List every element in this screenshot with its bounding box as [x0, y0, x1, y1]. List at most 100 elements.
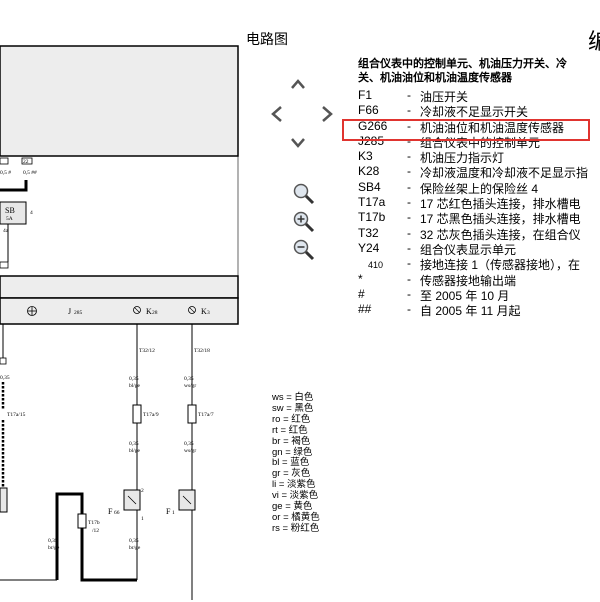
legend-row: T17b-17 芯黑色插头连接，排水槽电: [358, 210, 600, 226]
legend-dash: -: [407, 88, 411, 102]
wire-to-fuse: [0, 180, 28, 192]
t17a7-label: T17a/7: [198, 412, 214, 418]
k28-lamp-icon: [133, 306, 141, 314]
top-wire-label-2: 0,5 ##: [23, 170, 37, 176]
color-key-item: rt = 红色: [272, 424, 308, 436]
legend-code: *: [358, 271, 363, 286]
legend-dash: -: [407, 103, 411, 118]
legend-dash: -: [407, 149, 411, 164]
top-connector-num: 22: [23, 159, 29, 165]
upper-housing-block: [0, 45, 239, 157]
legend-dash: -: [407, 302, 411, 317]
k3-lamp-icon: [188, 306, 196, 314]
legend-dash: -: [407, 210, 411, 225]
loop-wire: [55, 492, 137, 582]
top-connector: [0, 157, 9, 165]
legend-description: 冷却液不足显示开关: [420, 105, 529, 120]
legend-row: SB4-保险丝架上的保险丝 4: [358, 179, 600, 196]
legend-description: 接地连接 1（传感器接地），在: [420, 258, 581, 273]
legend-description: 冷却液温度和冷却液不足显示指: [420, 166, 589, 181]
f66-pin-2: 2: [141, 488, 144, 494]
legend-row: F66-冷却液不足显示开关: [358, 103, 600, 120]
t32-18-label: T32/18: [194, 348, 210, 354]
fuse-sb4: [0, 201, 27, 225]
corner-glyph: 编: [588, 29, 600, 54]
legend-description: 传感器接地输出端: [420, 273, 517, 288]
legend-code: Y24: [358, 240, 380, 255]
ground-symbol: [27, 306, 37, 316]
t17a15-label: T17a/15: [7, 412, 26, 418]
t17b-label: T17b: [88, 520, 100, 526]
t17a9-label: T17a/9: [143, 412, 159, 418]
k3-label: K: [201, 307, 207, 316]
legend-code: T17a: [358, 195, 386, 210]
pan-left-button[interactable]: [270, 105, 284, 126]
color-key-item: or = 橘黄色: [272, 511, 320, 523]
j285-upper-band: [0, 275, 239, 299]
heading-line-2: 关、机油油位和机油温度传感器: [358, 72, 512, 84]
color-key-item: br = 褐色: [272, 435, 311, 447]
color-key-item: sw = 黑色: [272, 402, 314, 414]
color-key-item: li = 淡紫色: [272, 479, 316, 491]
legend-dash: -: [407, 271, 411, 286]
j285-control-unit: [0, 297, 239, 325]
k3-wire-color-2: ws/gr: [184, 448, 196, 454]
chevron-down-icon: [291, 138, 305, 148]
k3-wire-gauge: 0,35: [184, 376, 194, 382]
legend-code: K3: [358, 149, 373, 164]
color-key-item: ro = 红色: [272, 413, 311, 425]
chevron-left-icon: [271, 106, 282, 122]
heading-line-1: 组合仪表中的控制单元、机油压力开关、冷: [358, 58, 567, 70]
color-key-item: ge = 黄色: [272, 501, 313, 513]
pan-up-button[interactable]: [290, 78, 306, 93]
t17a9-connector: [132, 404, 142, 424]
legend-code: G266: [358, 118, 388, 133]
legend-code: F1: [358, 88, 373, 102]
legend-dash: -: [407, 164, 411, 179]
k28-wire-color-2: bl/ge: [129, 448, 141, 454]
pan-down-button[interactable]: [290, 137, 306, 152]
legend-code: T32: [358, 225, 379, 240]
fuse-connector: [0, 261, 9, 269]
zoom-out-button[interactable]: [292, 238, 316, 262]
f1-sub-label: 1: [172, 510, 175, 516]
fuse-label: SB: [5, 206, 15, 215]
legend-dash: -: [407, 179, 411, 194]
k3-wire-gauge-2: 0,35: [184, 441, 194, 447]
legend-code: #: [358, 286, 365, 301]
chevron-right-icon: [322, 106, 333, 122]
legend-row: F1-油压开关: [358, 88, 600, 104]
legend-description: 组合仪表显示单元: [420, 242, 517, 257]
legend-code: K28: [358, 164, 380, 179]
k28-wire-color: bl/ge: [129, 383, 141, 389]
legend-code: 410: [368, 260, 384, 271]
legend-dash: -: [407, 256, 411, 271]
k3-sub-label: 3: [207, 310, 210, 316]
top-connector: [21, 157, 33, 165]
magnifier-icon: [293, 183, 315, 205]
color-key-item: bl = 蓝色: [272, 457, 310, 469]
legend-row: ## -自 2005 年 11 月起: [358, 302, 600, 317]
legend-dash: -: [407, 240, 411, 255]
legend-row: T17a-17 芯红色插头连接，排水槽电: [358, 195, 600, 211]
highlight-box-g266: [342, 119, 590, 141]
legend-description: 机油压力指示灯: [420, 151, 505, 166]
fuse-sub-label: 5A: [6, 216, 13, 222]
k28-sub-label: 28: [152, 310, 158, 316]
legend-code: ##: [358, 302, 372, 317]
legend-description: 自 2005 年 11 月起: [420, 304, 521, 318]
legend-row: Y24 -组合仪表显示单元: [358, 240, 600, 257]
pan-right-button[interactable]: [320, 105, 334, 126]
legend-row: #-至 2005 年 10 月: [358, 286, 600, 303]
zoom-fit-button[interactable]: [292, 182, 316, 206]
fuse-pin-label: 4: [30, 210, 33, 216]
f1-label: F: [166, 507, 171, 516]
legend-dash: -: [407, 225, 411, 240]
top-wire-label-1: 0,5 #: [0, 170, 11, 176]
f66-ground-color: br/ge: [129, 545, 141, 551]
zoom-in-button[interactable]: [292, 210, 316, 234]
legend-row: T32-32 芯灰色插头连接，在组合仪: [358, 225, 600, 242]
f66-ground-gauge: 0,35: [129, 538, 139, 544]
fuse-pin-in-label: 4a: [3, 228, 9, 234]
